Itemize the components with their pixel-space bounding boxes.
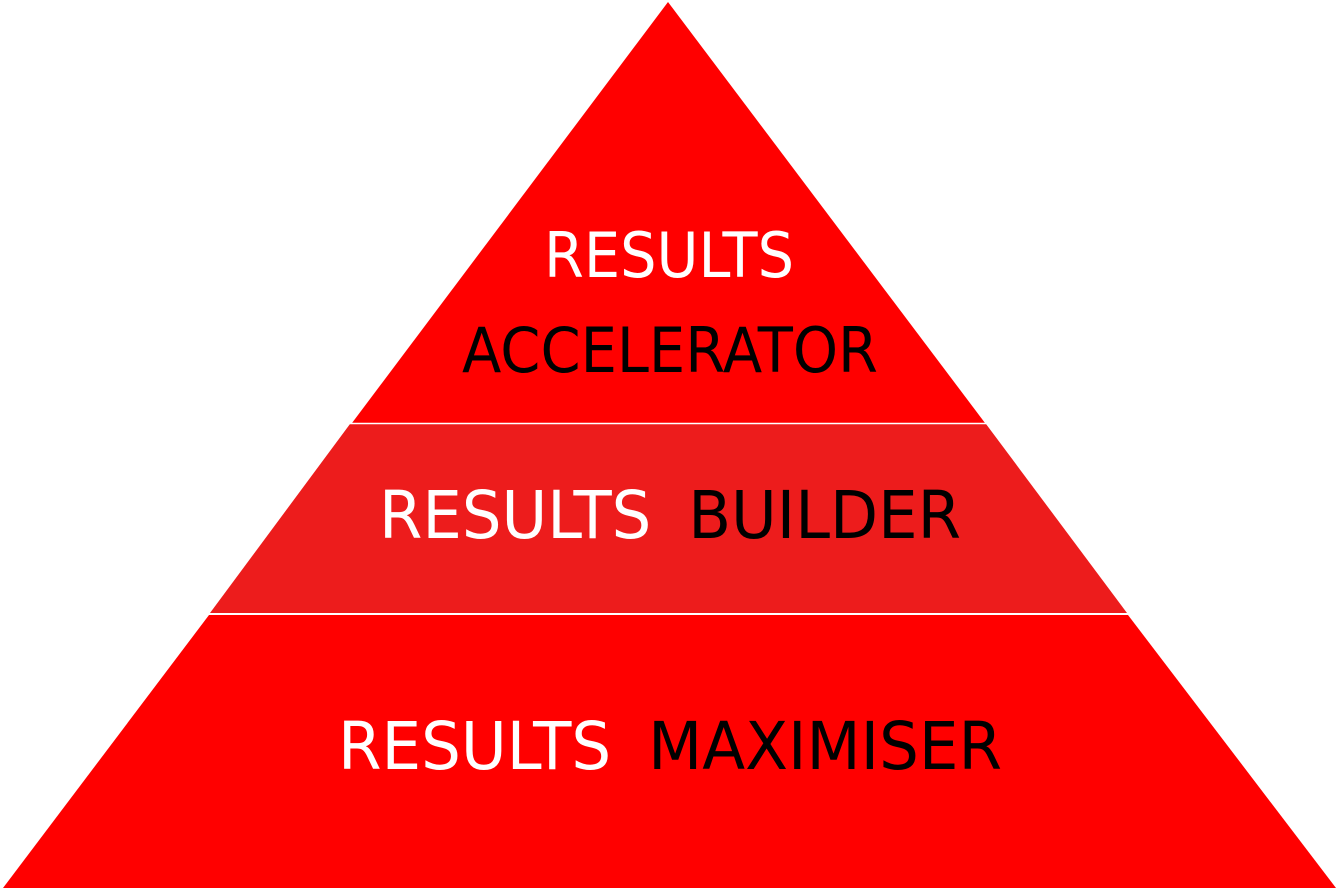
pyramid-tier-bottom [3, 615, 1336, 888]
middle-tier-label-word1: RESULTS [379, 477, 651, 554]
middle-tier-label-word2: BUILDER [688, 477, 961, 554]
bottom-tier-label-word2: MAXIMISER [648, 708, 1002, 785]
bottom-tier-label: RESULTS MAXIMISER [338, 708, 1002, 785]
top-tier-label-line2: ACCELERATOR [462, 314, 878, 387]
pyramid-tier-top [352, 2, 985, 423]
top-tier-label-line1: RESULTS [544, 219, 794, 292]
pyramid-tier-middle [210, 424, 1127, 613]
middle-tier-label: RESULTS BUILDER [379, 477, 961, 554]
bottom-tier-label-word1: RESULTS [338, 708, 611, 785]
